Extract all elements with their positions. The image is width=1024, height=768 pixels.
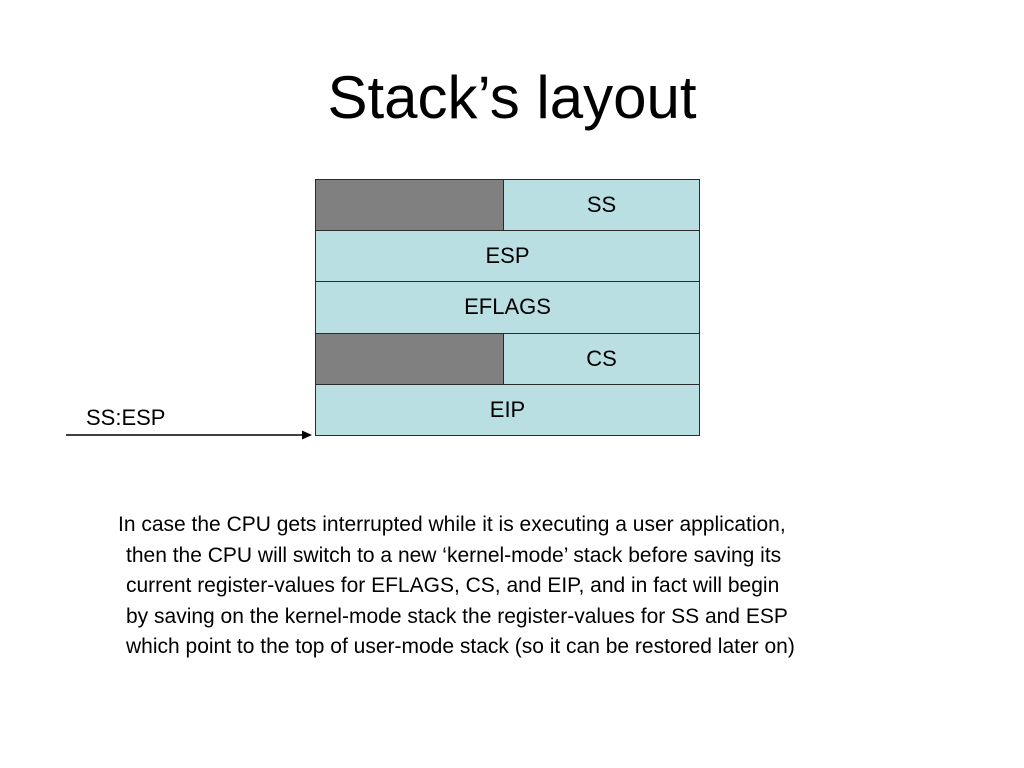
stack-row-cs: CS (503, 332, 700, 385)
stack-row-esp: ESP (315, 230, 700, 283)
stack-row-eip: EIP (315, 383, 700, 436)
stack-row-0-padding (315, 179, 504, 232)
caption-line: by saving on the kernel-mode stack the r… (126, 604, 788, 628)
slide-title: Stack’s layout (327, 64, 697, 131)
stack-pointer-label: SS:ESP (86, 405, 166, 430)
caption-line: current register-values for EFLAGS, CS, … (126, 574, 780, 597)
stack-row-ss: SS (503, 179, 700, 232)
stack-row-eflags: EFLAGS (315, 281, 700, 334)
stack-pointer-arrow (66, 430, 312, 440)
stack-row-3-padding (315, 332, 504, 385)
caption-line: which point to the top of user-mode stac… (126, 635, 795, 658)
caption-line: then the CPU will switch to a new ‘kerne… (126, 543, 782, 567)
caption-line: In case the CPU gets interrupted while i… (118, 513, 786, 536)
caption-text: In case the CPU gets interrupted while i… (118, 510, 958, 663)
